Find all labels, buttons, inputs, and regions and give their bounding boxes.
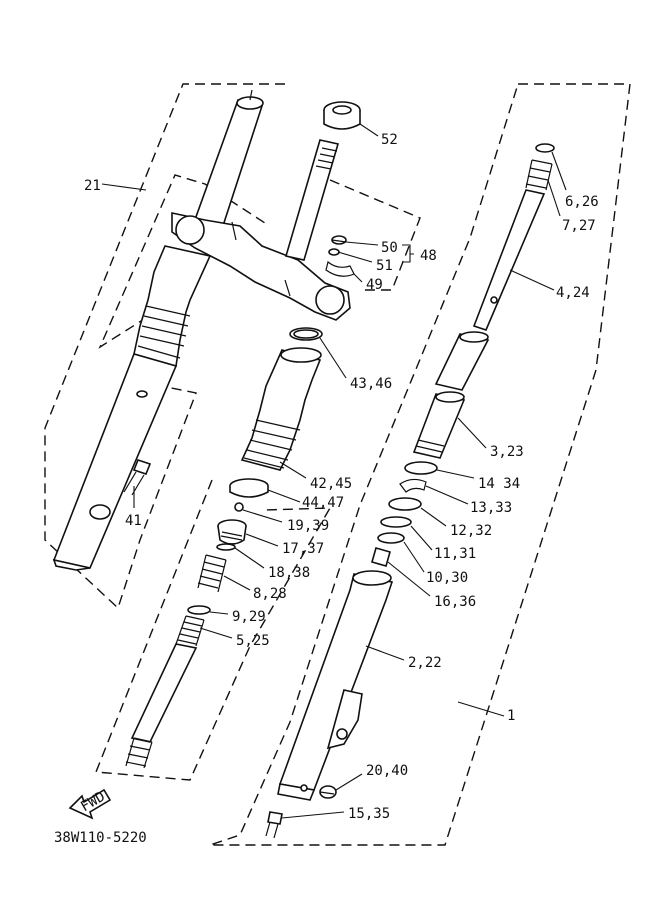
callout-labels: 52 21 50 48 51 49 6,26 7,27 4,24 43,46 3… xyxy=(84,132,599,822)
left-axle-boss xyxy=(89,504,111,520)
left-fork-assembly xyxy=(52,89,351,571)
ball-19 xyxy=(234,502,244,512)
left-outer-tube xyxy=(52,353,178,569)
callout-18-38: 18,38 xyxy=(268,565,310,581)
boot-clip-43-inner xyxy=(293,329,319,339)
bracket-clamp-right xyxy=(315,285,345,315)
callout-11-31: 11,31 xyxy=(434,546,476,562)
drain-hole xyxy=(300,784,308,792)
callout-5-25: 5,25 xyxy=(236,633,270,649)
boundary-1 xyxy=(209,83,631,846)
lower-bracket xyxy=(171,212,351,321)
boot-and-seals xyxy=(229,327,323,498)
fork-boot-ribs xyxy=(243,419,301,469)
left-boot-ribs xyxy=(137,305,191,359)
callout-9-29: 9,29 xyxy=(232,609,266,625)
oil-seal-44-body xyxy=(229,486,269,498)
washer-11 xyxy=(380,516,412,528)
bracket-bolt-2 xyxy=(284,279,291,297)
callout-17-37: 17,37 xyxy=(282,541,324,557)
callout-2-22: 2,22 xyxy=(408,655,442,671)
clip-13 xyxy=(399,478,427,493)
left-cap-bolt xyxy=(249,89,253,101)
circlip-6 xyxy=(535,143,555,153)
fork-boot-42 xyxy=(240,349,322,471)
callout-50: 50 xyxy=(381,240,398,256)
callout-16-36: 16,36 xyxy=(434,594,476,610)
bolt-41 xyxy=(123,459,152,496)
bracket-clamp-left xyxy=(175,215,205,245)
bracket-bolt-1 xyxy=(231,221,237,241)
tube-3 xyxy=(434,333,490,391)
tube-23 xyxy=(412,393,466,459)
damper-rod-5 xyxy=(125,615,205,769)
fork-rod-hole xyxy=(490,296,498,304)
callout-14-34: 14 34 xyxy=(478,476,520,492)
callout-44-47: 44,47 xyxy=(302,495,344,511)
valve-17 xyxy=(217,519,247,545)
callout-13-33: 13,33 xyxy=(470,500,512,516)
tube-23-top xyxy=(435,391,465,403)
boundary-21 xyxy=(44,83,285,610)
washer-51 xyxy=(328,248,340,256)
right-fork-assembly xyxy=(265,143,555,839)
fork-internals xyxy=(125,502,247,769)
stem-thread xyxy=(315,147,338,170)
callout-21: 21 xyxy=(84,178,101,194)
seal-12 xyxy=(388,497,422,511)
callout-4-24: 4,24 xyxy=(556,285,590,301)
boundary-internals xyxy=(95,479,332,781)
callout-52: 52 xyxy=(381,132,398,148)
bolt-50 xyxy=(331,235,347,245)
tube-23-ribs xyxy=(415,439,445,453)
stem-hardware xyxy=(325,235,355,277)
fwd-arrow-icon: FWD xyxy=(68,789,112,820)
callout-41: 41 xyxy=(125,513,142,529)
ring-18 xyxy=(216,543,236,551)
bolt-15 xyxy=(265,811,283,839)
left-outer-tube-foot xyxy=(52,558,91,571)
callout-43-46: 43,46 xyxy=(350,376,392,392)
seat-9 xyxy=(187,605,211,615)
callout-42-45: 42,45 xyxy=(310,476,352,492)
piece-16 xyxy=(371,547,391,567)
left-outer-tube-mark xyxy=(136,390,148,398)
stem-bearing-52 xyxy=(323,101,361,130)
axle-hole xyxy=(336,728,348,740)
leader-lines xyxy=(101,123,567,819)
callout-10-30: 10,30 xyxy=(426,570,468,586)
callout-49: 49 xyxy=(366,277,383,293)
callout-12-32: 12,32 xyxy=(450,523,492,539)
spring-8 xyxy=(197,554,227,593)
ring-14 xyxy=(404,461,438,475)
steering-stem xyxy=(284,139,340,261)
boundary-48 xyxy=(329,179,421,291)
callout-20-40: 20,40 xyxy=(366,763,408,779)
callout-51: 51 xyxy=(376,258,393,274)
drawing-code: 38W110-5220 xyxy=(54,830,147,846)
callout-3-23: 3,23 xyxy=(490,444,524,460)
callout-19-39: 19,39 xyxy=(287,518,329,534)
tube-3-top xyxy=(459,331,489,343)
assembly-boundaries xyxy=(44,83,631,846)
callout-15-35: 15,35 xyxy=(348,806,390,822)
fork-boot-top xyxy=(280,347,322,363)
fork-rod-4 xyxy=(472,189,546,331)
outer-tube-2-top xyxy=(352,570,392,586)
callout-6-26: 6,26 xyxy=(565,194,599,210)
clip-49 xyxy=(325,260,355,277)
screw-20 xyxy=(319,785,337,799)
bushing-10 xyxy=(377,532,405,544)
callout-7-27: 7,27 xyxy=(562,218,596,234)
callout-48: 48 xyxy=(420,248,437,264)
outer-tube-2 xyxy=(278,573,394,791)
left-inner-tube xyxy=(190,99,264,236)
callout-8-28: 8,28 xyxy=(253,586,287,602)
spring-7 xyxy=(525,159,553,191)
callout-1: 1 xyxy=(507,708,515,724)
